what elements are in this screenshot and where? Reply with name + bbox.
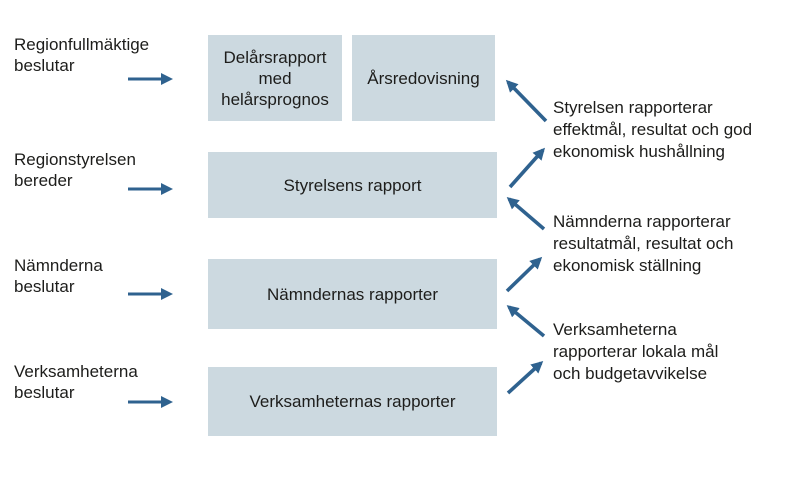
note-namnderna-rapporterar: Nämnderna rapporterar resultatmål, resul… [553,212,734,275]
arrow-verksamheterna-note-to-namndernas-rapporter-icon [506,305,546,338]
box-verksamheternas-rapporter: Verksamheternas rapporter [208,367,497,436]
actor-label-namnderna: Nämnderna beslutar [14,256,103,296]
arrow-styrelsen-note-to-arsredovisning-icon [505,79,548,123]
box-delarsrapport-med-helarsprognos: Delårsrapport med helårsprognos [208,35,342,121]
arrow-styrelsens-rapport-to-styrelsen-note-icon [508,147,545,189]
actor-label-regionstyrelsen: Regionstyrelsen bereder [14,150,136,190]
arrow-namndernas-rapporter-to-namnderna-note-icon [505,256,543,293]
actor-label-regionfullmaktige: Regionfullmäktige beslutar [14,35,150,75]
arrow-namnderna-note-to-styrelsens-rapport-icon [506,197,546,231]
box-arsredovisning: Årsredovisning [352,35,495,121]
note-verksamheterna-rapporterar: Verksamheterna rapporterar lokala mål oc… [553,320,719,383]
actor-label-verksamheterna: Verksamheterna beslutar [14,362,138,402]
note-styrelsen-rapporterar: Styrelsen rapporterar effektmål, resulta… [553,98,753,161]
arrow-verksamheternas-rapporter-to-verksamheterna-note-icon [506,360,544,395]
box-namndernas-rapporter: Nämndernas rapporter [208,259,497,329]
box-styrelsens-rapport: Styrelsens rapport [208,152,497,218]
